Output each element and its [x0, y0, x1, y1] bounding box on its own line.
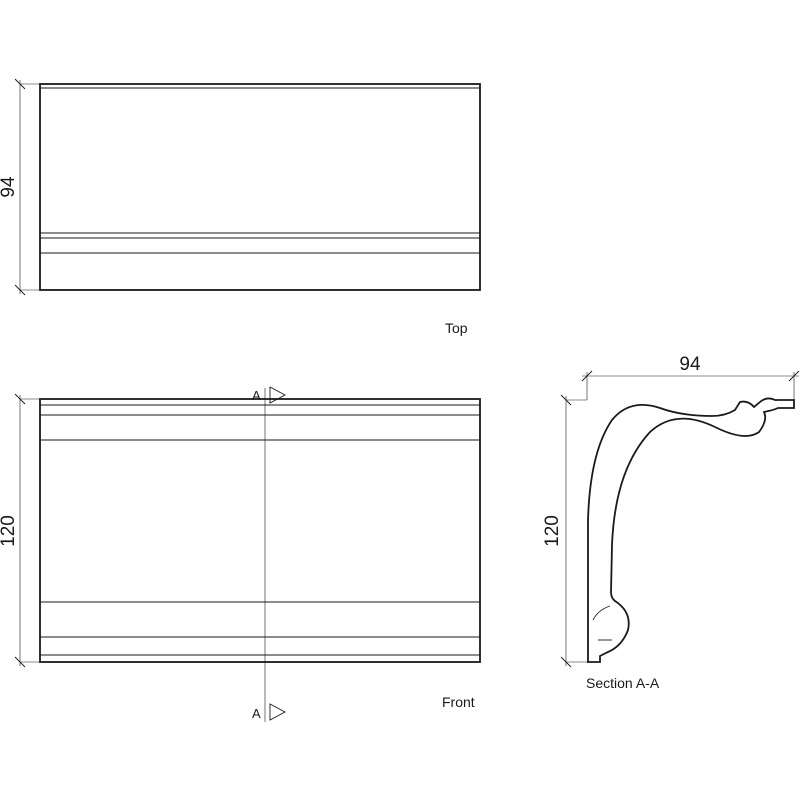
front-view: A A 120 Front [0, 386, 481, 722]
section-width-dimension-label: 94 [679, 354, 701, 375]
top-view-caption: Top [445, 320, 468, 336]
top-view-outline [39, 83, 481, 291]
dimension-tick [14, 393, 26, 405]
section-view: 94 120 Section A-A [542, 354, 800, 691]
dimension-tick [581, 370, 593, 382]
section-view-caption: Section A-A [586, 675, 660, 691]
section-marker-arrow-icon [269, 703, 286, 721]
front-view-caption: Front [442, 694, 475, 710]
section-marker-bottom-label: A [252, 706, 261, 721]
section-marker-top-label: A [252, 388, 261, 403]
dimension-tick [788, 370, 800, 382]
dimension-tick [560, 394, 572, 406]
dimension-tick [14, 656, 26, 668]
dimension-tick [14, 78, 26, 90]
section-marker-arrow-icon [269, 386, 286, 404]
section-height-dimension: 120 [542, 394, 587, 668]
section-width-dimension: 94 [581, 354, 800, 400]
profile-detail-line [592, 605, 611, 621]
top-view-dimension-label: 94 [0, 176, 19, 198]
section-height-dimension-label: 120 [542, 515, 563, 547]
section-marker-bottom: A [252, 703, 286, 721]
cornice-profile-outline [587, 397, 795, 663]
front-view-outline [39, 398, 481, 663]
dimension-tick [14, 284, 26, 296]
top-view: 94 Top [0, 78, 481, 336]
front-view-dimension: 120 [0, 393, 40, 668]
section-marker-top: A [252, 386, 286, 404]
top-view-dimension: 94 [0, 78, 40, 296]
front-view-dimension-label: 120 [0, 515, 19, 547]
dimension-tick [560, 656, 572, 668]
